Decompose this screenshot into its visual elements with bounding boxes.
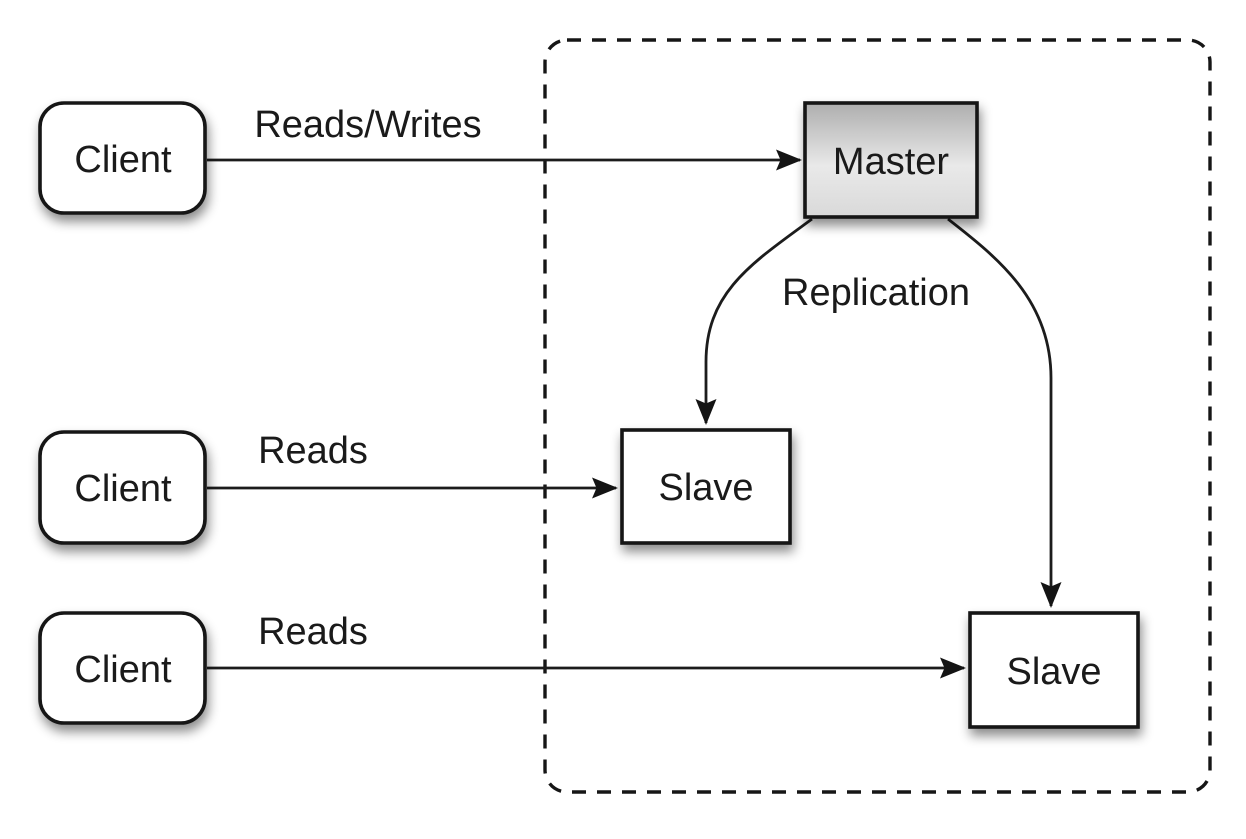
server-group-boundary xyxy=(543,38,1212,794)
client-2-box xyxy=(38,430,207,545)
client-1-box xyxy=(38,101,207,215)
master-label: Master xyxy=(833,141,949,183)
node-client-1: Client xyxy=(38,101,207,215)
node-slave-1: Slave xyxy=(620,428,792,545)
slave-2-box xyxy=(968,611,1140,729)
slave-1-label: Slave xyxy=(658,467,753,509)
edge-label-replication: Replication xyxy=(782,272,970,314)
node-master: Master xyxy=(803,101,979,219)
edge-label-reads-middle: Reads xyxy=(258,430,368,472)
edge-label-reads-writes: Reads/Writes xyxy=(254,104,481,146)
slave-1-box xyxy=(620,428,792,545)
edge-replication-master-to-slave2 xyxy=(947,217,1062,608)
client-3-label: Client xyxy=(74,649,172,691)
client-3-box xyxy=(38,611,207,725)
slave-2-label: Slave xyxy=(1006,651,1101,693)
client-1-label: Client xyxy=(74,139,172,181)
client-2-label: Client xyxy=(74,468,172,510)
node-client-3: Client xyxy=(38,611,207,725)
node-slave-2: Slave xyxy=(968,611,1140,729)
edges xyxy=(207,149,1062,679)
edge-label-reads-bottom: Reads xyxy=(258,611,368,653)
edge-replication-master-to-slave1 xyxy=(695,217,813,425)
master-box xyxy=(803,101,979,219)
node-client-2: Client xyxy=(38,430,207,545)
